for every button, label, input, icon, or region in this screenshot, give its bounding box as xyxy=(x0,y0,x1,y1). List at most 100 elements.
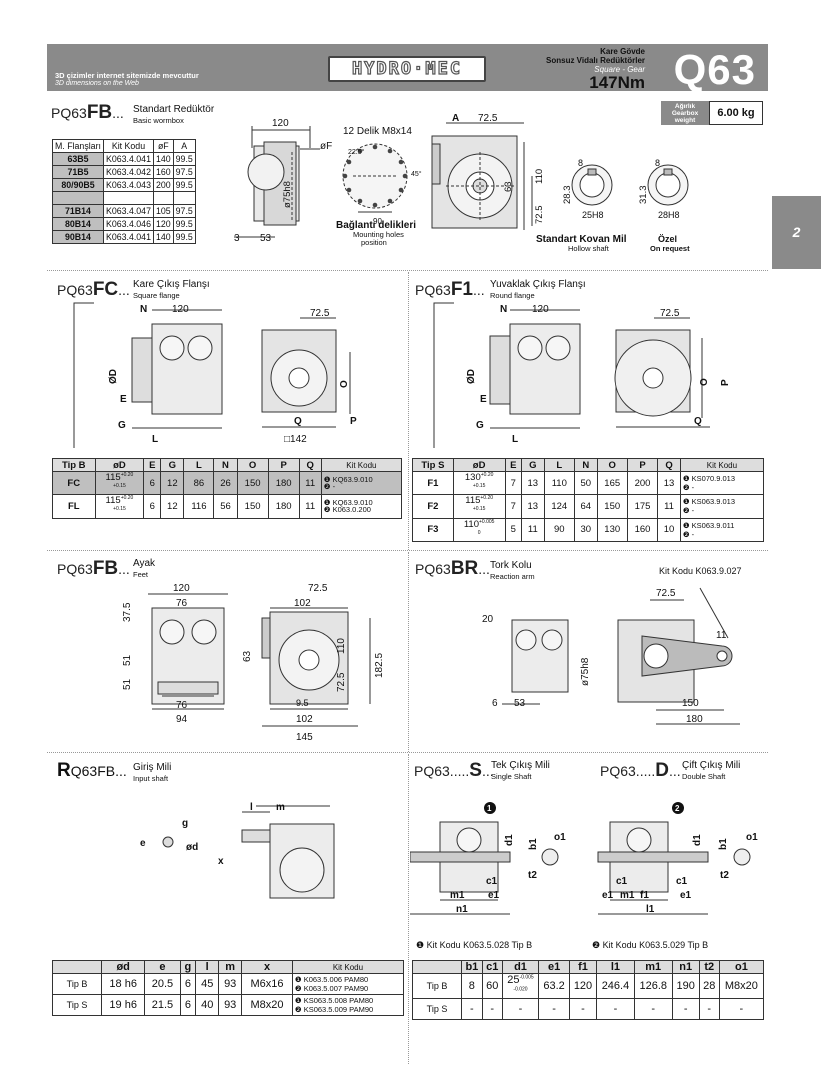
dim-110: 110 xyxy=(534,169,545,184)
svg-text:P: P xyxy=(350,416,357,427)
divider xyxy=(47,270,768,271)
svg-text:o1: o1 xyxy=(554,832,566,843)
svg-text:120: 120 xyxy=(172,304,189,315)
svg-text:x: x xyxy=(218,856,224,867)
dim-53: 53 xyxy=(260,233,272,244)
svg-text:e1: e1 xyxy=(680,890,692,901)
holes-label-tr: Bağlantı delikleri xyxy=(336,220,416,231)
svg-text:b1: b1 xyxy=(718,838,729,850)
svg-text:l: l xyxy=(250,802,253,813)
svg-text:m: m xyxy=(276,802,285,813)
fb-code: PQ63FB... xyxy=(51,102,124,123)
svg-text:6: 6 xyxy=(492,698,498,709)
kit-note-1: ❶ Kit Kodu K063.5.028 Tip B xyxy=(416,940,533,950)
fc-code: PQ63FC... xyxy=(57,279,130,300)
kit-note-2: ❷ Kit Kodu K063.5.029 Tip B xyxy=(592,940,709,950)
svg-text:182.5: 182.5 xyxy=(374,653,385,678)
svg-text:t2: t2 xyxy=(528,870,537,881)
svg-text:m1: m1 xyxy=(450,890,465,901)
svg-text:150: 150 xyxy=(682,698,699,709)
motor-flange-circle xyxy=(247,153,285,191)
svg-text:20: 20 xyxy=(482,614,494,625)
br-kit-code: Kit Kodu K063.9.027 xyxy=(659,566,742,576)
divider xyxy=(408,754,409,1064)
dim-22-5: 22.5° xyxy=(348,148,365,156)
svg-text:51: 51 xyxy=(122,678,133,690)
divider xyxy=(47,550,768,551)
dim-90: 90 xyxy=(373,217,382,226)
table-row: Tip S---------- xyxy=(412,998,765,1020)
svg-text:b1: b1 xyxy=(528,838,539,850)
svg-text:53: 53 xyxy=(514,698,526,709)
dim-72-5: 72.5 xyxy=(478,113,498,124)
svg-text:o1: o1 xyxy=(746,832,758,843)
dim-31-3: 31.3 xyxy=(638,186,649,205)
f1-code: PQ63F1... xyxy=(415,279,485,300)
svg-text:g: g xyxy=(182,818,188,829)
svg-text:n1: n1 xyxy=(456,904,468,915)
svg-text:51: 51 xyxy=(122,654,133,666)
hollow-shaft-label-tr: Standart Kovan Mil xyxy=(536,234,627,245)
svg-text:d1: d1 xyxy=(692,834,703,846)
svg-text:e1: e1 xyxy=(602,890,614,901)
svg-text:N: N xyxy=(140,304,147,315)
svg-text:f1: f1 xyxy=(640,890,649,901)
svg-text:m1: m1 xyxy=(620,890,635,901)
single-code: PQ63.....S... xyxy=(414,760,494,781)
shaft-drawing: 1 2 d1 d1 b1 b1 o1 o1 t2 t2 c1 c1 c1 m1 … xyxy=(410,802,758,915)
svg-text:72.5: 72.5 xyxy=(310,308,330,319)
fc-drawing: N 120 E G L 72.5 Q P □142 ØD O xyxy=(73,302,357,448)
svg-text:120: 120 xyxy=(532,304,549,315)
svg-text:□142: □142 xyxy=(284,434,307,445)
svg-text:Q: Q xyxy=(294,416,302,427)
table-row xyxy=(52,191,196,205)
svg-text:e1: e1 xyxy=(488,890,500,901)
divider xyxy=(47,752,768,753)
svg-text:t2: t2 xyxy=(720,870,729,881)
svg-text:O: O xyxy=(699,378,710,386)
svg-text:O: O xyxy=(339,380,350,388)
svg-text:180: 180 xyxy=(686,714,703,725)
svg-text:N: N xyxy=(500,304,507,315)
svg-text:11: 11 xyxy=(716,630,727,641)
svg-text:Q: Q xyxy=(694,416,702,427)
holes-label-en2: position xyxy=(361,238,387,247)
svg-text:72.5: 72.5 xyxy=(336,672,347,692)
svg-text:120: 120 xyxy=(173,583,190,594)
input-code: RQ63FB... xyxy=(57,760,127,781)
dim-8b: 8 xyxy=(655,158,660,168)
dim-63: 63 xyxy=(503,181,514,192)
model-title: Q63 xyxy=(673,46,756,93)
svg-text:110: 110 xyxy=(336,638,347,654)
web-note-en: 3D dimensions on the Web xyxy=(55,80,139,87)
svg-text:72.5: 72.5 xyxy=(660,308,680,319)
svg-text:ØD: ØD xyxy=(466,369,477,384)
category-en: Square - Gear xyxy=(594,65,645,74)
svg-text:102: 102 xyxy=(294,598,311,609)
feet-code: PQ63FB... xyxy=(57,558,130,579)
svg-text:L: L xyxy=(512,434,518,445)
dim-75h8: ø75h8 xyxy=(282,181,293,208)
dim-8: 8 xyxy=(578,158,583,168)
feet-drawing: 120 76 76 94 72.5 102 9.5 102 145 37.5 5… xyxy=(122,583,385,743)
hollow-shaft-label-en: Hollow shaft xyxy=(568,244,610,253)
dim-oF: øF xyxy=(320,141,332,152)
dim-28H8: 28H8 xyxy=(658,210,680,220)
svg-text:ØD: ØD xyxy=(108,369,119,384)
svg-text:63: 63 xyxy=(242,650,253,662)
svg-text:l1: l1 xyxy=(646,904,655,915)
